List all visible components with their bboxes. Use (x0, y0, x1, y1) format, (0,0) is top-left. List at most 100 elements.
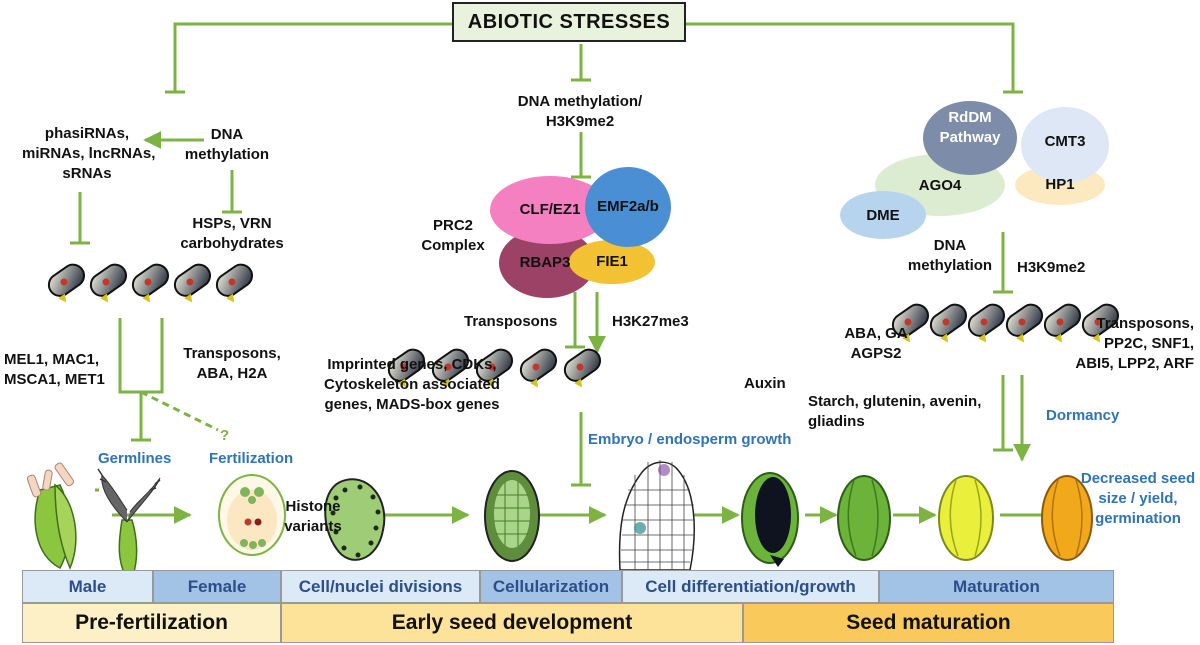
nucleosome (929, 303, 968, 343)
rddm-line-2: Pathway (939, 129, 1001, 146)
seed-orange-illustration (1041, 475, 1093, 561)
histone-line-1: Histone (285, 498, 341, 515)
cmt3-label: CMT3 (1044, 133, 1086, 150)
nucleosome (563, 348, 602, 388)
imprinted-genes-label: Imprinted genes, CDKs, Cytoskeleton asso… (312, 355, 512, 415)
coenocytic-endosperm-illustration (324, 478, 386, 561)
differentiating-embryo-illustration (618, 460, 695, 571)
center-dna-line-1: DNA methylation/ (517, 93, 643, 110)
nucleosome (967, 303, 1006, 343)
nucleosome (519, 348, 558, 388)
nucleosome (1081, 303, 1120, 343)
clf-ez1-label: CLF/EZ1 (519, 201, 581, 218)
h3k27me3-label: H3K27me3 (612, 313, 689, 330)
fertilization-label: Fertilization (209, 450, 294, 467)
right-dna-line-2: methylation (907, 257, 993, 274)
histone-line-2: variants (284, 518, 342, 535)
rddm-ellipse (923, 101, 1017, 175)
starch-line-1: Starch, glutenin, avenin, (808, 393, 982, 410)
decreased-line-2: size / yield, (1098, 490, 1178, 507)
right-dna-line-1: DNA (933, 237, 967, 254)
stage-period-row: Pre-fertilization Early seed development… (22, 603, 1114, 643)
nucleosome (47, 263, 86, 303)
center-dna-methylation-label: DNA methylation/ H3K9me2 (505, 92, 655, 132)
hp1-label: HP1 (1045, 176, 1075, 193)
germline-genes-label: MEL1, MAC1, MSCA1, MET1 (4, 350, 105, 390)
stage-male: Male (22, 570, 153, 603)
starch-line-2: gliadins (808, 413, 865, 430)
embryo-endosperm-growth-label: Embryo / endosperm growth (588, 431, 792, 448)
rbap3-ellipse (499, 228, 595, 298)
seed-yellow-illustration (938, 475, 994, 561)
aba-line-1: ABA, GA (844, 325, 908, 342)
hsps-line-1: HSPs, VRN (192, 215, 272, 232)
clf-ellipse (490, 176, 610, 244)
ago4-label: AGO4 (918, 177, 962, 194)
stage-female: Female (153, 570, 281, 603)
seed-green-illustration (837, 475, 891, 561)
right-transposons-label: Transposons, PP2C, SNF1, ABI5, LPP2, ARF (1060, 314, 1194, 374)
starch-label: Starch, glutenin, avenin, gliadins (808, 392, 981, 432)
abiotic-stresses-title: ABIOTIC STRESSES (452, 2, 686, 42)
left-branch-arrows (70, 131, 242, 524)
dna-line-1: DNA (210, 126, 244, 143)
rnas-line-1: phasiRNAs, (44, 125, 130, 142)
nucleosome (475, 348, 514, 388)
center-transposons-label: Transposons (464, 313, 558, 330)
emf2ab-label: EMF2a/b (597, 198, 659, 215)
rnas-line-3: sRNAs (62, 165, 112, 182)
prc2-complex (490, 167, 671, 298)
nucleosome (89, 263, 128, 303)
genes-line-1: MEL1, MAC1, (4, 351, 100, 368)
chromatin-strands (47, 263, 1120, 388)
transposons-line-1: Transposons, (183, 345, 281, 362)
left-transposons-label: Transposons, ABA, H2A (172, 344, 292, 384)
center-branch-arrows (565, 132, 606, 487)
left-dna-methylation-label: DNA methylation (172, 125, 282, 165)
cmt3-ellipse (1021, 107, 1109, 183)
right-dna-methylation-label: DNA methylation (895, 236, 1005, 276)
rddm-pathway-label: RdDM Pathway (930, 108, 1010, 148)
decreased-line-1: Decreased seed (1080, 470, 1196, 487)
cellularized-endosperm-illustration (484, 470, 540, 562)
imprinted-line-2: Cytoskeleton associated (324, 376, 500, 393)
left-chromatin-strand (47, 263, 254, 303)
stage-cell-nuclei-divisions: Cell/nuclei divisions (281, 570, 480, 603)
female-pistil-illustration (97, 468, 161, 576)
seed-dark-illustration (741, 472, 799, 567)
rddm-complex (840, 101, 1109, 239)
hsps-label: HSPs, VRN carbohydrates (172, 214, 292, 254)
prc2-line-2: Complex (421, 237, 485, 254)
rddm-line-1: RdDM (948, 109, 992, 126)
r-transposons-line-2: PP2C, SNF1, (1103, 335, 1194, 352)
stage-seed-maturation: Seed maturation (743, 603, 1114, 643)
right-chromatin-strand (891, 303, 1120, 343)
fie1-label: FIE1 (596, 253, 628, 270)
imprinted-line-1: Imprinted genes, CDKs, (327, 356, 497, 373)
nucleosome (1005, 303, 1044, 343)
question-mark: ? (220, 427, 230, 444)
hsps-line-2: carbohydrates (180, 235, 284, 252)
center-chromatin-strand (387, 348, 602, 388)
stage-cellularization: Cellularization (480, 570, 622, 603)
nucleosome (215, 263, 254, 303)
dme-label: DME (866, 207, 900, 224)
rbap3-label: RBAP3 (519, 254, 571, 271)
embryo-sac-illustration (218, 474, 286, 556)
auxin-label: Auxin (744, 375, 786, 392)
prc2-line-1: PRC2 (432, 217, 473, 234)
flow-arrows (385, 505, 1050, 525)
dormancy-label: Dormancy (1046, 407, 1120, 424)
emf2-ellipse (585, 167, 671, 247)
h3k9me2-label: H3K9me2 (1017, 259, 1086, 276)
stage-pre-fertilization: Pre-fertilization (22, 603, 281, 643)
dna-line-2: methylation (184, 146, 270, 163)
right-branch-arrows (993, 232, 1031, 462)
stage-phase-row: Male Female Cell/nuclei divisions Cellul… (22, 570, 1114, 603)
top-connectors (165, 22, 1023, 94)
small-rnas-label: phasiRNAs, miRNAs, lncRNAs, sRNAs (22, 124, 155, 184)
genes-line-2: MSCA1, MET1 (4, 371, 105, 388)
stage-cell-differentiation: Cell differentiation/growth (622, 570, 879, 603)
dme-ellipse (840, 191, 926, 239)
